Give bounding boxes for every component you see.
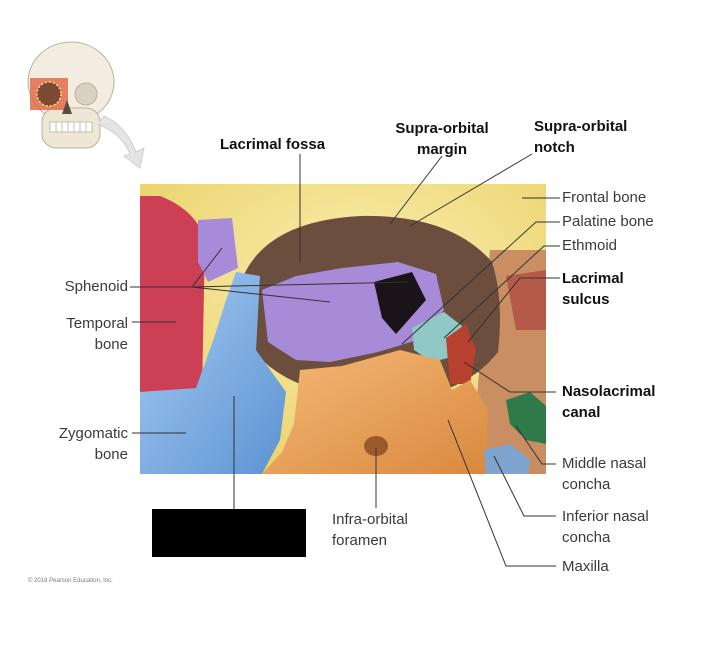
- label-lacrimal-fossa: Lacrimal fossa: [220, 136, 326, 153]
- superior-orbital-fissure: [374, 272, 426, 334]
- label-zygomatic-bone-line2: bone: [94, 446, 128, 463]
- label-sphenoid: Sphenoid: [64, 278, 128, 295]
- skull-orbit-right: [74, 82, 98, 106]
- label-zygomatic-bone-line1: Zygomatic: [58, 425, 128, 442]
- line-supraorbital-margin: [389, 155, 443, 225]
- leader-lines: [130, 153, 560, 567]
- copyright-notice: © 2018 Pearson Education, Inc.: [28, 578, 113, 584]
- maxilla-region: [262, 350, 488, 474]
- line-supraorbital-notch: [409, 153, 533, 227]
- skull-nasal: [62, 100, 72, 114]
- label-ethmoid: Ethmoid: [562, 237, 618, 254]
- zygomatic-bone-region: [140, 272, 286, 474]
- line-maxilla: [447, 419, 556, 567]
- line-ethmoid: [443, 245, 560, 339]
- label-temporal-bone-line2: bone: [94, 336, 128, 353]
- skull-teeth: [49, 121, 93, 133]
- label-supraorbital-notch-line1: Supra-orbital: [534, 118, 628, 135]
- line-sphenoid-b: [191, 286, 331, 303]
- label-middle-nasal-concha-line2: concha: [562, 476, 611, 493]
- lacrimal-bone-region: [506, 270, 546, 330]
- label-lacrimal-sulcus-line2: sulcus: [562, 291, 610, 308]
- label-middle-nasal-concha-line1: Middle nasal: [562, 455, 647, 472]
- label-zygomatic-bone: Zygomatic bone: [24, 423, 128, 465]
- infraorbital-foramen-mark: [364, 436, 388, 456]
- label-nasolacrimal-canal-line1: Nasolacrimal: [562, 383, 656, 400]
- temporal-bone-region: [140, 196, 205, 404]
- label-infraorbital-foramen: Infra-orbital foramen: [332, 509, 408, 551]
- label-palatine-bone: Palatine bone: [562, 213, 654, 230]
- line-sphenoid-c: [191, 281, 409, 288]
- zoom-arrow: [97, 115, 145, 169]
- line-nasolacrimal-canal: [463, 361, 556, 393]
- label-lacrimal-sulcus-line1: Lacrimal: [562, 270, 624, 287]
- label-infraorbital-foramen-line2: foramen: [332, 532, 388, 549]
- skull-orbit-left: [36, 81, 62, 107]
- label-nasolacrimal-canal-line2: canal: [562, 404, 601, 421]
- label-supraorbital-margin-line1: Supra-orbital: [395, 120, 489, 137]
- inferior-nasal-concha-region: [484, 444, 530, 474]
- line-lacrimal-sulcus: [467, 277, 560, 343]
- label-temporal-bone-line1: Temporal: [66, 315, 128, 332]
- label-inferior-nasal-concha: Inferior nasal concha: [562, 506, 649, 548]
- orbit-illustration: [140, 184, 546, 474]
- label-inferior-nasal-concha-line1: Inferior nasal: [562, 508, 649, 525]
- middle-nasal-concha-region: [506, 392, 546, 444]
- label-supraorbital-notch-line2: notch: [534, 139, 575, 156]
- label-nasolacrimal-canal: Nasolacrimal canal: [562, 381, 655, 423]
- label-supraorbital-margin: Supra-orbital margin: [376, 118, 508, 160]
- label-temporal-bone: Temporal bone: [40, 313, 128, 355]
- label-inferior-nasal-concha-line2: concha: [562, 529, 611, 546]
- redacted-label-box: [152, 509, 306, 557]
- label-supraorbital-notch: Supra-orbital notch: [534, 116, 627, 158]
- line-palatine-bone: [401, 221, 560, 345]
- label-middle-nasal-concha: Middle nasal concha: [562, 453, 646, 495]
- skull-thumbnail: [27, 41, 115, 149]
- label-infraorbital-foramen-line1: Infra-orbital: [332, 511, 408, 528]
- label-maxilla: Maxilla: [562, 558, 609, 575]
- label-lacrimal-sulcus: Lacrimal sulcus: [562, 268, 624, 310]
- lacrimal-sulcus-region: [446, 324, 476, 384]
- label-supraorbital-margin-line2: margin: [416, 141, 467, 158]
- label-frontal-bone: Frontal bone: [562, 189, 647, 206]
- line-middle-nasal-concha: [515, 425, 556, 465]
- line-inferior-nasal-concha: [493, 455, 556, 517]
